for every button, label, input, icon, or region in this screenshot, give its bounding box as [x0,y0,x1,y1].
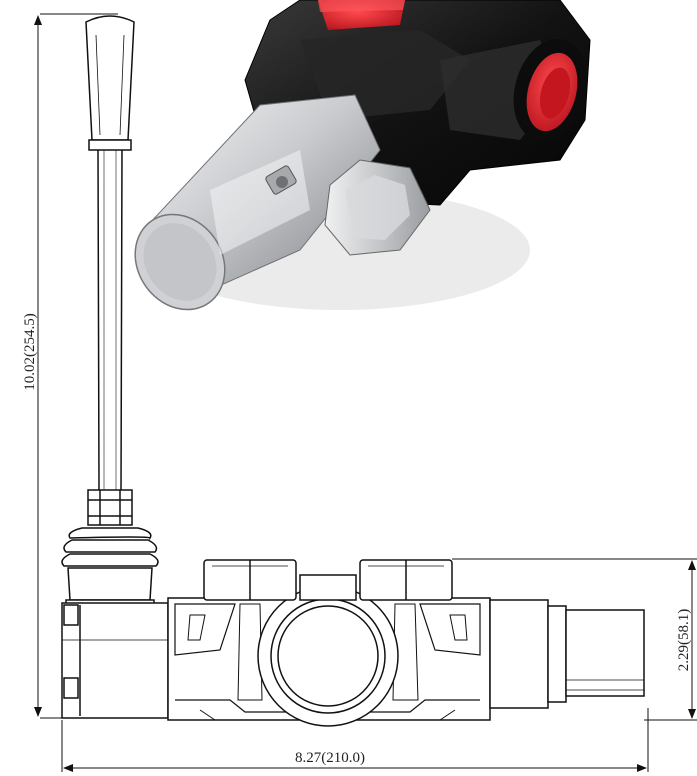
height-dimension-label: 10.02(254.5) [22,313,38,391]
valve-photo [134,0,591,311]
lever-fitting [87,489,133,526]
lever-housing [61,602,169,719]
body-height-dimension-label: 2.29(58.1) [676,609,692,672]
top-plugs [203,559,453,601]
hex-plug [324,159,431,256]
spool-cylinder [134,94,381,311]
center-port [257,585,399,727]
technical-drawing [34,13,697,772]
port-red-plug [513,38,587,142]
dim-height [34,13,118,719]
lever-rod [97,149,123,491]
end-cap [489,599,645,709]
red-cap [318,0,405,30]
dim-body-height [452,558,697,721]
dim-width [61,708,649,772]
lever-grip [85,15,135,141]
rubber-boot [61,527,159,607]
width-dimension-label: 8.27(210.0) [295,750,365,766]
